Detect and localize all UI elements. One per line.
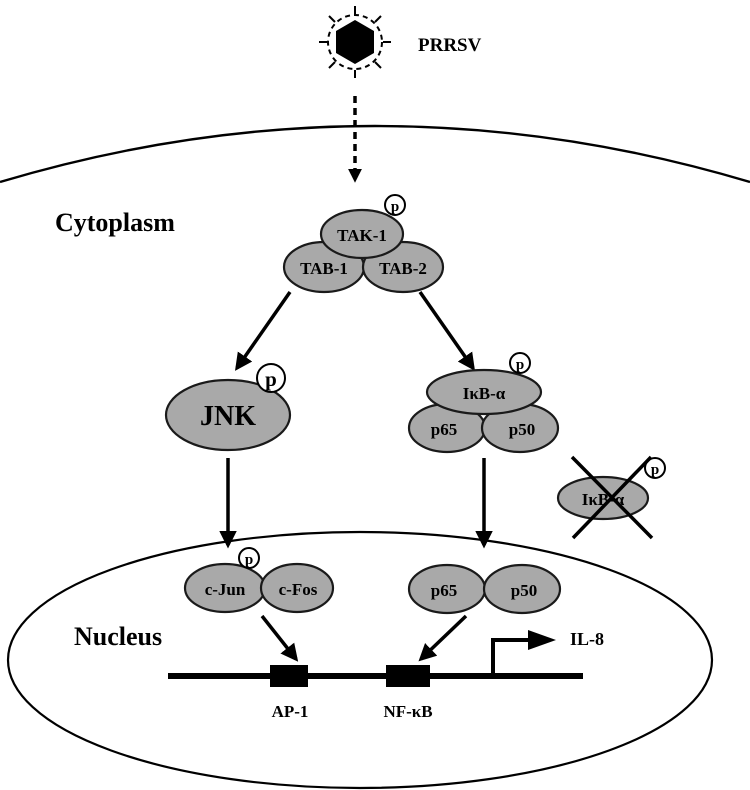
phospho-icon: [384, 194, 406, 216]
ikba-protein: [425, 368, 543, 416]
phospho-label: p: [651, 462, 659, 478]
dna-strand: [168, 630, 583, 687]
phospho-icon: [238, 547, 260, 569]
tak1-label: TAK-1: [337, 226, 387, 245]
ap1-complex: c-Jun c-Fos p: [183, 547, 335, 614]
ap1-site: [270, 665, 308, 687]
tak1-protein: [319, 208, 405, 260]
nuclear-p50-label: p50: [511, 581, 537, 600]
transcription-arrow-icon: [528, 630, 556, 650]
nuclear-p50-protein: [482, 563, 562, 615]
phospho-label: p: [391, 199, 399, 215]
cfos-protein: [259, 562, 335, 614]
cfos-label: c-Fos: [279, 580, 318, 599]
phospho-label: p: [245, 552, 253, 568]
degradation-cross-icon: [570, 455, 654, 540]
nucleus-label: Nucleus: [74, 622, 162, 651]
nfkb-site: [386, 665, 430, 687]
nfkb-site-label: NF-κB: [383, 702, 432, 721]
phospho-icon: [644, 457, 666, 479]
phospho-icon: [256, 363, 286, 393]
il8-gene-label: IL-8: [570, 629, 604, 649]
ikba-label: IκB-α: [463, 384, 506, 403]
ap1-label: AP-1: [272, 702, 309, 721]
nfkb-dimer: p65 p50: [407, 563, 562, 615]
transcription-start-arrow: [491, 638, 530, 676]
p50-label: p50: [509, 420, 535, 439]
nucleus-envelope: [6, 530, 714, 790]
cjun-label: c-Jun: [205, 580, 246, 599]
jnk-protein: [164, 378, 292, 452]
jnk-node: JNK p: [164, 363, 292, 452]
cell-membrane: [0, 124, 750, 184]
ikba-degraded: IκB-α p: [556, 455, 666, 540]
arrow-tak-to-ikba: [418, 290, 476, 371]
nuclear-p65-label: p65: [431, 581, 457, 600]
phospho-label: p: [516, 357, 524, 373]
p65-label: p65: [431, 420, 457, 439]
phospho-label: p: [265, 367, 277, 391]
cytoplasm-label: Cytoplasm: [55, 208, 175, 237]
virus-label: PRRSV: [418, 35, 482, 56]
tab2-label: TAB-2: [379, 259, 427, 278]
phospho-icon: [509, 352, 531, 374]
arrow-ap1-to-dna: [260, 614, 299, 662]
ikba-complex: IκB-α p65 p50 p: [407, 352, 560, 454]
jnk-label: JNK: [200, 401, 256, 432]
ikba-degraded-protein: [556, 475, 650, 521]
arrow-nfkb-to-dna: [418, 614, 468, 662]
tab1-label: TAB-1: [300, 259, 348, 278]
tak-complex: TAK-1 TAB-1 TAB-2 p: [282, 194, 445, 294]
arrow-tak-to-jnk: [234, 290, 292, 371]
virus-icon: [319, 6, 391, 78]
